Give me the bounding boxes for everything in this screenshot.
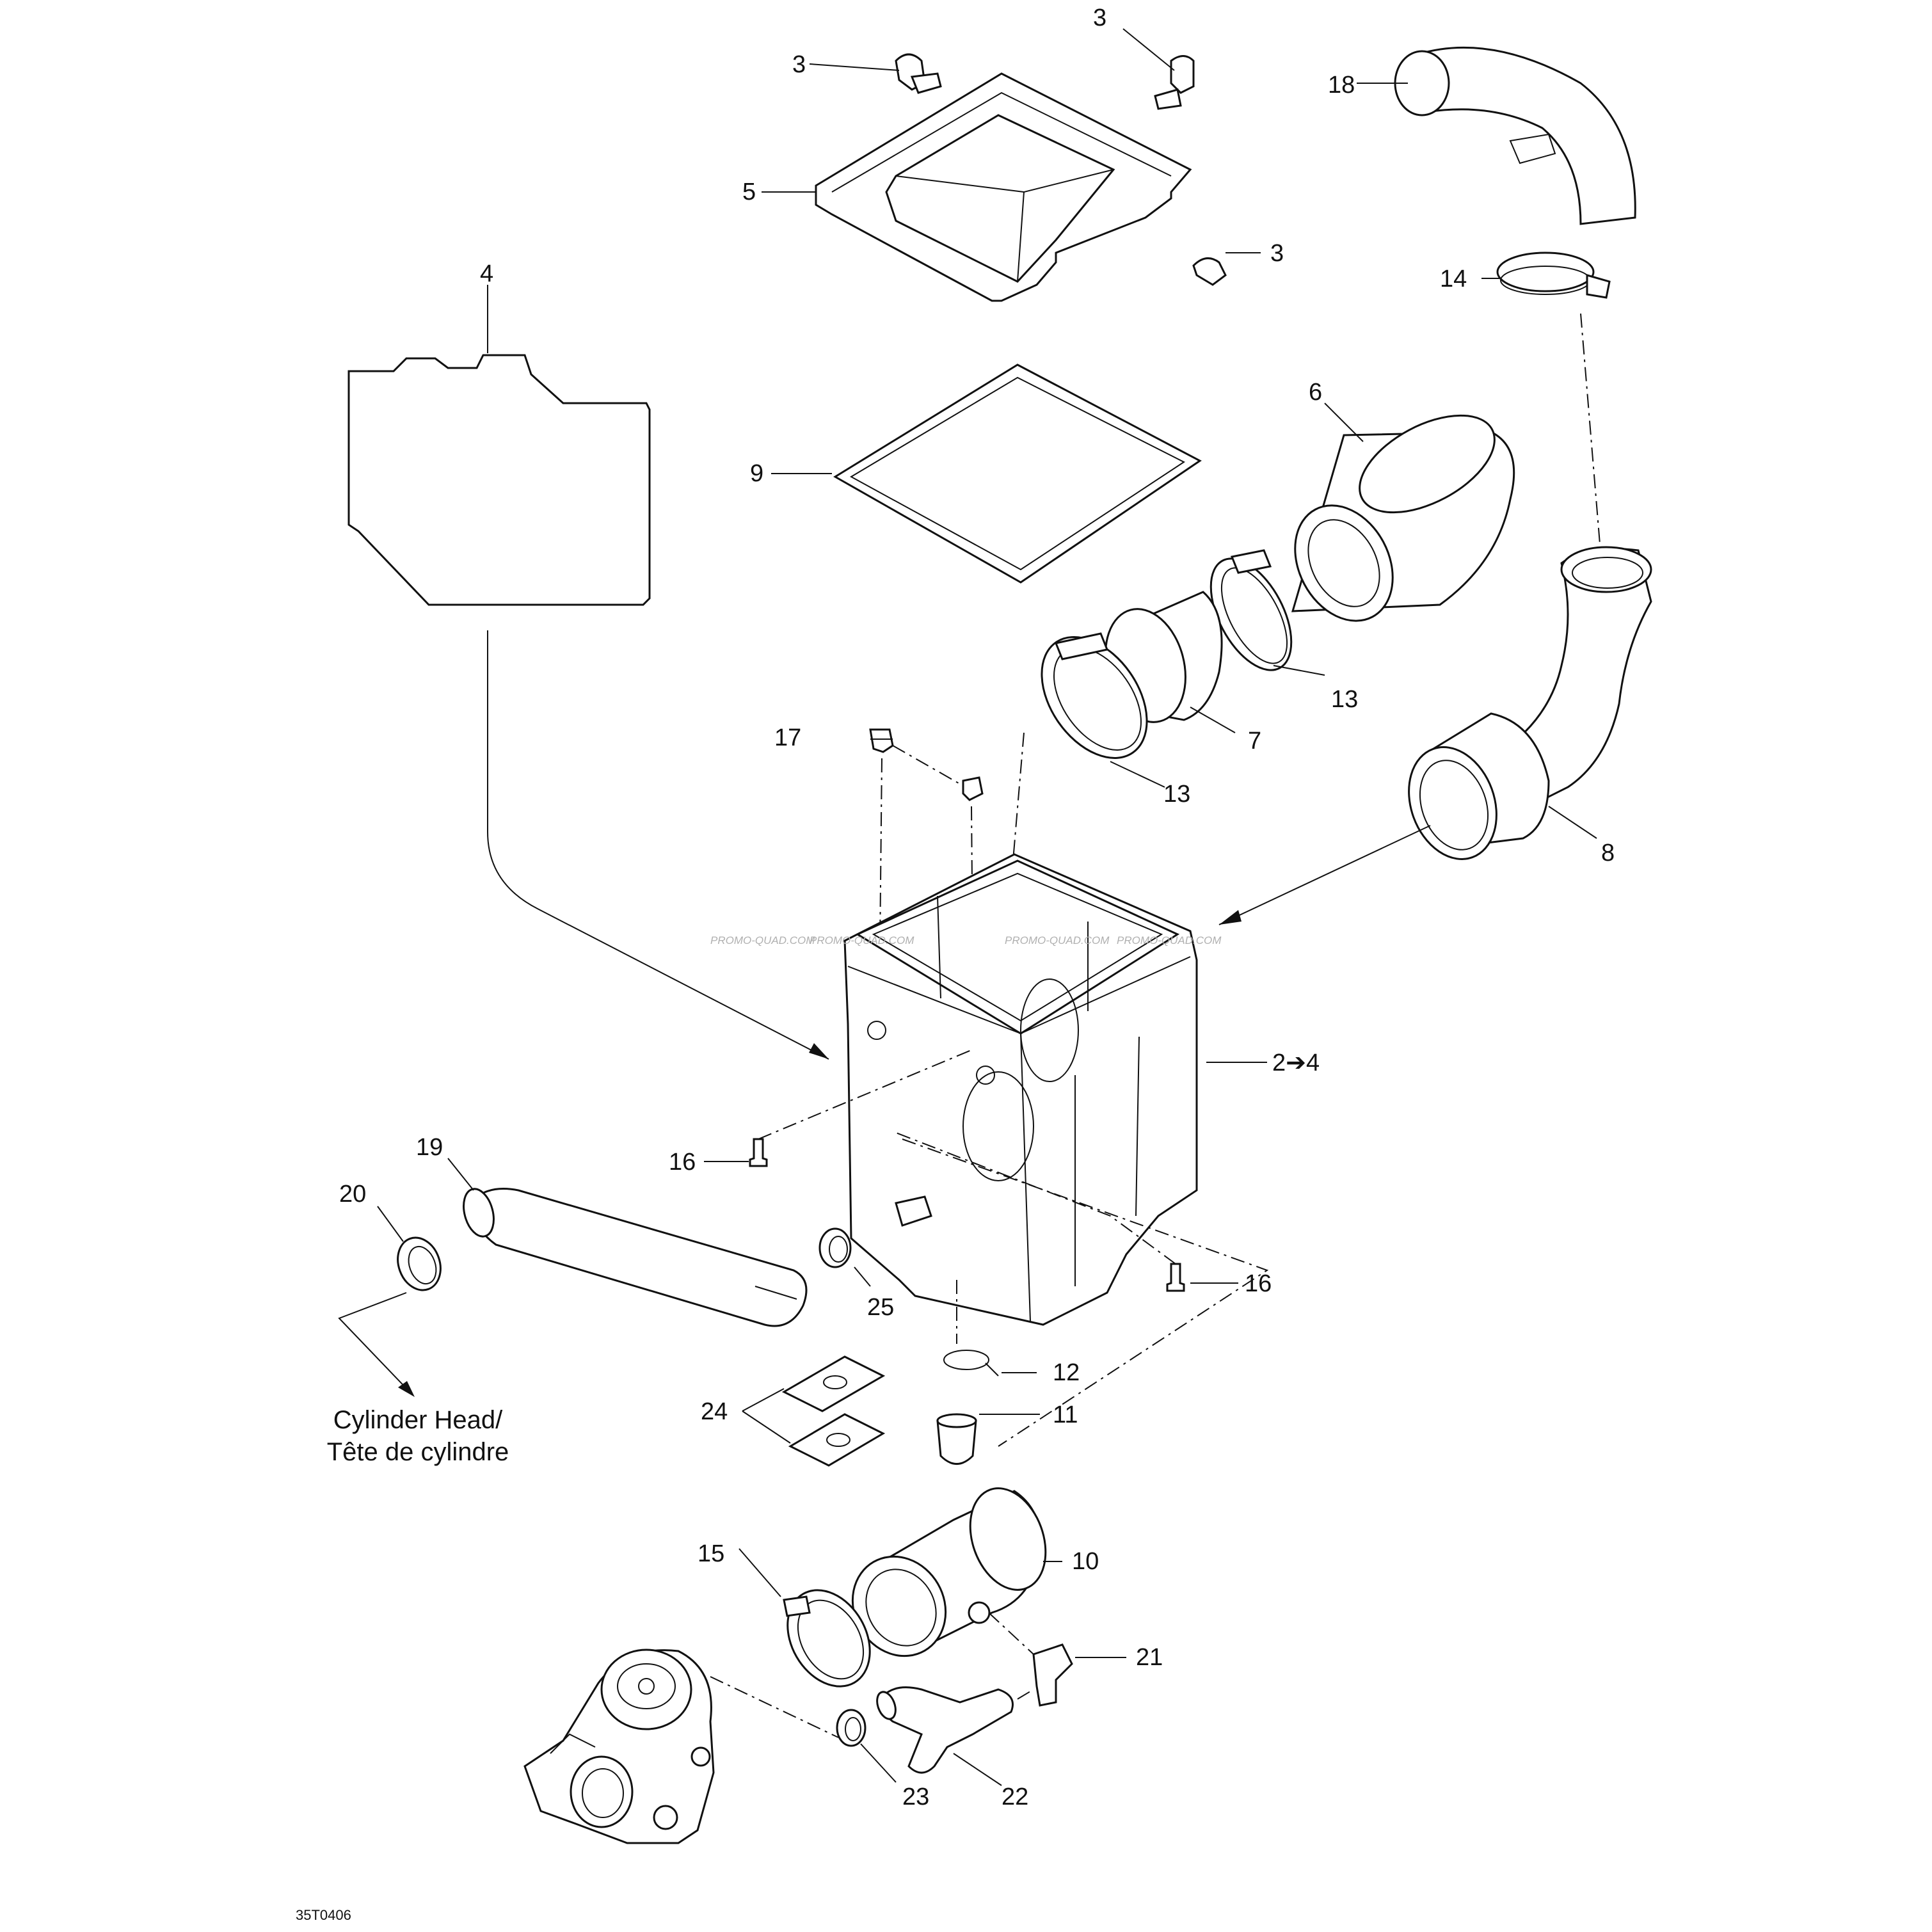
part-3-clips <box>895 53 1227 286</box>
dash-carb-to-23 <box>710 1676 839 1738</box>
part-13-clamp-upper <box>1209 549 1293 671</box>
callout-25: 25 <box>867 1294 894 1321</box>
dash-21-to-22 <box>1017 1689 1034 1700</box>
callout-3c: 3 <box>1270 240 1284 267</box>
callout-23: 23 <box>902 1784 929 1810</box>
callout-15: 15 <box>698 1540 724 1567</box>
part-22-hose <box>876 1686 1014 1774</box>
arrow-8-head <box>1219 910 1241 925</box>
dash-17-left <box>879 758 882 948</box>
callout-22: 22 <box>1002 1784 1028 1810</box>
callout-3a: 3 <box>792 51 806 78</box>
callout-16b: 16 <box>1245 1270 1272 1297</box>
leader-20-to-head <box>338 1292 413 1396</box>
part-19-hose <box>463 1188 808 1327</box>
part-11-cap <box>936 1413 977 1465</box>
part-6-filter <box>1291 414 1515 622</box>
watermark-text-4: PROMO-QUAD.COM <box>1117 934 1222 946</box>
part-13-clamp-lower <box>1041 632 1148 759</box>
drawing-code: 35T0406 <box>296 1907 351 1923</box>
leader-lines <box>377 28 1597 1786</box>
part-4-sheet <box>347 285 829 1060</box>
callout-11: 11 <box>1053 1401 1078 1428</box>
callout-20: 20 <box>339 1181 366 1208</box>
callout-10: 10 <box>1072 1548 1099 1575</box>
callout-13b: 13 <box>1163 781 1190 808</box>
dash-box-to-10 <box>902 1138 1269 1447</box>
part-25-clamp <box>818 1195 932 1268</box>
callout-4: 4 <box>480 260 493 287</box>
dash-14-to-8 <box>1580 313 1601 545</box>
dash-13-to-box <box>1010 732 1025 884</box>
part-14-clamp <box>1496 251 1611 299</box>
part-15-clamp <box>783 1589 871 1688</box>
part-16-bolts <box>749 1138 1185 1292</box>
part-5-lid <box>815 72 1192 302</box>
arrow-8-to-box <box>1218 825 1431 925</box>
cylinder-head-note: Cylinder Head/ Tête de cylindre <box>327 1406 509 1466</box>
watermark-text-3: PROMO-QUAD.COM <box>1005 934 1110 946</box>
arrow-cylinder-head <box>398 1381 415 1397</box>
watermark-text-1: PROMO-QUAD.COM <box>710 934 815 946</box>
callout-5: 5 <box>742 179 756 205</box>
callout-17: 17 <box>774 724 801 751</box>
callout-13a: 13 <box>1331 686 1358 713</box>
callout-14: 14 <box>1440 266 1467 292</box>
callout-9: 9 <box>750 460 763 487</box>
callout-16a: 16 <box>669 1149 696 1176</box>
watermark: PROMO-QUAD.COM PROMO-QUAD.COM PROMO-QUAD… <box>710 934 1222 946</box>
part-23-clamp <box>836 1709 866 1747</box>
watermark-text-2: PROMO-QUAD.COM <box>810 934 914 946</box>
callout-18: 18 <box>1328 72 1355 99</box>
part-21-fitting <box>1032 1643 1073 1707</box>
note-line-1: Cylinder Head/ <box>333 1406 503 1434</box>
callout-24: 24 <box>701 1398 728 1425</box>
dash-16-right <box>895 1132 1176 1265</box>
dash-16-left <box>758 1049 973 1140</box>
callout-12: 12 <box>1053 1359 1080 1386</box>
part-18-elbow <box>1394 46 1636 225</box>
callout-3b: 3 <box>1093 4 1106 31</box>
part-17-nuts <box>869 728 984 801</box>
leader-24 <box>742 1388 791 1444</box>
callout-7: 7 <box>1248 728 1261 754</box>
part-8-duct <box>1408 546 1652 860</box>
dash-boot-to-21 <box>988 1612 1034 1655</box>
callout-21: 21 <box>1136 1644 1163 1671</box>
callout-6: 6 <box>1309 379 1322 406</box>
part-10-boot <box>851 1487 1047 1657</box>
callout-2-4: 2➔4 <box>1272 1050 1320 1076</box>
callout-labels: 3 3 18 5 3 14 4 6 9 13 7 13 17 8 2➔4 19 … <box>339 4 1615 1810</box>
callout-8: 8 <box>1601 840 1615 866</box>
part-24-pads <box>781 1355 886 1467</box>
carburetor <box>523 1649 715 1844</box>
part-20-clamp <box>397 1236 442 1291</box>
part-2-airbox <box>843 853 1198 1326</box>
note-line-2: Tête de cylindre <box>327 1438 509 1466</box>
dash-17-link <box>892 745 961 785</box>
part-9-gasket <box>833 363 1202 584</box>
callout-19: 19 <box>416 1134 443 1161</box>
part-12-ring <box>943 1350 999 1377</box>
